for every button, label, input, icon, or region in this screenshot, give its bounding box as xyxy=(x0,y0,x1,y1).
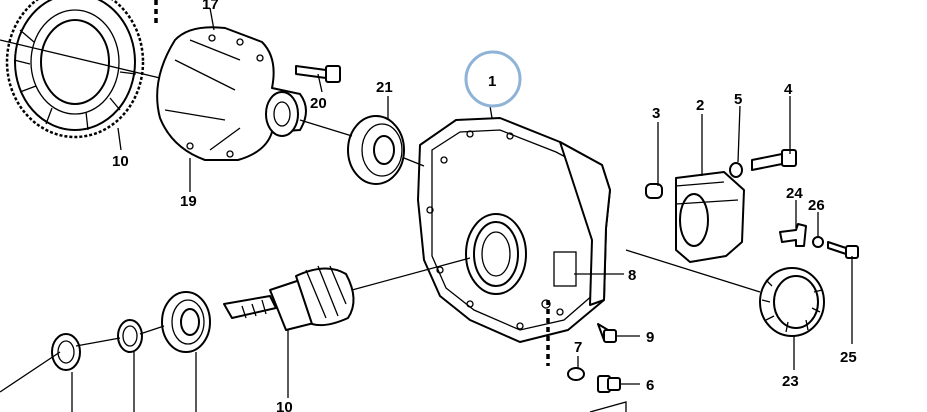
label-10-ring-gear: 10 xyxy=(112,153,129,170)
washer-5 xyxy=(729,162,743,178)
label-1: 1 xyxy=(488,73,496,90)
label-21: 21 xyxy=(376,79,393,96)
label-20: 20 xyxy=(310,95,327,112)
highlight-circle xyxy=(464,50,522,108)
label-17: 17 xyxy=(202,0,219,13)
ring-gear xyxy=(5,0,145,139)
pin-3 xyxy=(645,183,663,199)
label-3: 3 xyxy=(652,105,660,122)
washer-26 xyxy=(812,236,824,248)
label-2: 2 xyxy=(696,97,704,114)
o-ring-7 xyxy=(567,367,585,381)
differential-case xyxy=(156,26,307,161)
bearing-cap xyxy=(675,171,745,263)
leader-lines xyxy=(0,7,853,412)
label-9: 9 xyxy=(646,329,654,346)
bolt-25 xyxy=(827,241,859,259)
label-24: 24 xyxy=(786,185,803,202)
pinion-shaft xyxy=(223,265,355,331)
label-19: 19 xyxy=(180,193,197,210)
label-23: 23 xyxy=(782,373,799,390)
label-10-pinion: 10 xyxy=(276,399,293,412)
bolt-4 xyxy=(751,149,797,171)
label-25: 25 xyxy=(840,349,857,366)
label-7: 7 xyxy=(574,339,582,356)
adjusting-nut-23 xyxy=(759,267,825,337)
bolt-9 xyxy=(597,323,617,343)
bearing-21 xyxy=(347,115,405,185)
shim-ring-inner xyxy=(117,319,143,353)
shim-ring-outer xyxy=(51,333,81,371)
carrier-housing xyxy=(417,117,611,343)
label-8: 8 xyxy=(628,267,636,284)
lock-plate-24 xyxy=(779,223,807,247)
label-26: 26 xyxy=(808,197,825,214)
label-4: 4 xyxy=(784,81,793,98)
label-6: 6 xyxy=(646,377,654,394)
plug-6 xyxy=(597,375,621,393)
label-5: 5 xyxy=(734,91,742,108)
pinion-bearing xyxy=(161,291,211,353)
